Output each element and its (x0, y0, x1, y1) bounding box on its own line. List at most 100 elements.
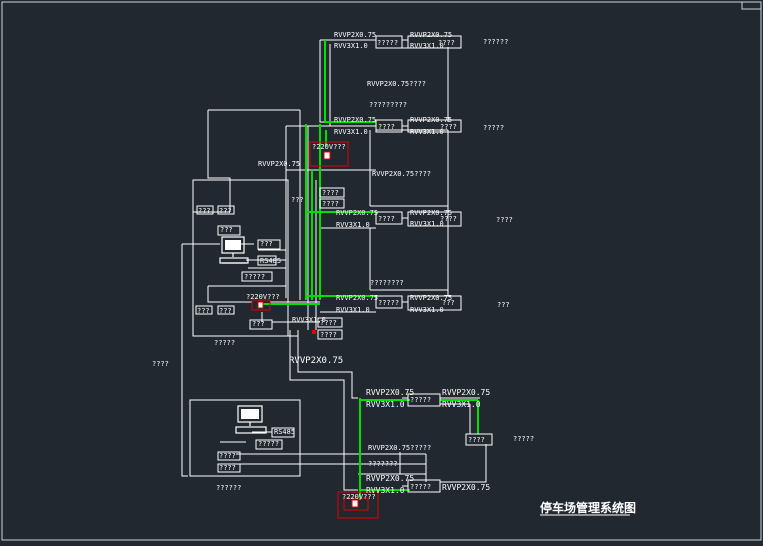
power-label: ?220V??? (342, 493, 376, 501)
device-label: ???? (219, 464, 236, 472)
cable-label: RVV3X1.0 (410, 220, 444, 228)
device-box-mid-3 (317, 317, 343, 328)
device-label: ????? (410, 483, 431, 491)
rs485-label: RS485 (260, 257, 281, 265)
device-label: ?????? (483, 38, 508, 46)
device-label: ???? (322, 200, 339, 208)
device-box-low-b (407, 479, 441, 493)
device-box-left-7 (217, 305, 235, 315)
device-label: ??? (497, 301, 510, 309)
device-label: ???? (152, 360, 169, 368)
cable-label: RVVP2X0.75 (366, 474, 414, 483)
rs485-label: RS485 (274, 428, 295, 436)
device-label: ??? (219, 207, 232, 215)
device-box-mid-1 (319, 187, 345, 198)
power-box-bottom (337, 491, 379, 519)
power-box-bottom-inner (343, 497, 369, 511)
cable-label: RVVP2X0.75???? (372, 170, 431, 178)
device-label: ??? (260, 240, 273, 248)
device-label: ??? (252, 320, 265, 328)
cable-label: RVVP2X0.75 (442, 483, 490, 492)
device-box-row4-b (407, 295, 462, 311)
device-box-row2-b (407, 119, 462, 133)
device-box-left-8 (249, 319, 273, 330)
power-label: ?220V??? (246, 293, 280, 301)
power-trunk (258, 40, 479, 500)
device-label: ???? (496, 216, 513, 224)
cable-label: RVV3X1.0 (336, 306, 370, 314)
device-box-mid-4 (317, 329, 343, 340)
device-box-row4-a (375, 295, 403, 309)
cable-label: RVVP2X0.75 (289, 356, 343, 366)
power-socket-icon (351, 499, 359, 508)
cable-label: RVV3X1.0 (366, 486, 405, 495)
cable-label: RVV3X1.0 (292, 316, 326, 324)
device-box-low-a (407, 393, 441, 407)
device-box-low-e (217, 451, 241, 461)
device-box-left-2 (217, 205, 235, 215)
cable-label: RVVP2X0.75 (334, 116, 376, 124)
device-label: ???? (320, 319, 337, 327)
cable-label: RVV3X1.0 (334, 128, 368, 136)
cable-label: RVV3X1.0 (410, 128, 444, 136)
device-box-rs485-top (257, 255, 277, 266)
power-box-mid (251, 299, 271, 311)
cable-label: RVVP2X0.75 (410, 209, 452, 217)
power-box-top (309, 141, 349, 167)
computer-icon (219, 236, 249, 264)
cable-label: RVVP2X0.75 (336, 209, 378, 217)
cable-label: RVVP2X0.75 (410, 294, 452, 302)
device-box-left-4 (257, 239, 281, 250)
device-box-left-3 (217, 225, 241, 236)
device-label: ???? (320, 331, 337, 339)
device-label: ??????? (368, 460, 398, 468)
power-indicator-dot (312, 330, 316, 334)
device-label: ???? (322, 189, 339, 197)
device-boxes (195, 35, 493, 493)
cable-label: RVVP2X0.75 (334, 31, 376, 39)
cable-label: RVVP2X0.75 (366, 388, 414, 397)
device-label: ??? (442, 299, 455, 307)
device-label: ????? (244, 273, 265, 281)
device-label: ???? (378, 215, 395, 223)
device-label: ????? (377, 39, 398, 47)
diagram-labels: RVVP2X0.75 RVV3X1.0 ????? RVVP2X0.75 RVV… (152, 31, 636, 516)
frame-corner-box (741, 1, 762, 10)
device-label: ???????? (370, 279, 404, 287)
cable-label: RVV3X1.0 (410, 306, 444, 314)
signal-wiring (181, 39, 487, 491)
device-box-row1-a (375, 35, 403, 49)
cable-label: RVVP2X0.75 (336, 294, 378, 302)
diagram-title: 停车场管理系统图 (540, 500, 636, 515)
device-box-left-1 (196, 205, 214, 215)
cable-label: RVV3X1.0 (410, 42, 444, 50)
device-box-row3-a (375, 211, 403, 225)
cable-label: RVVP2X0.75 (258, 160, 300, 168)
device-box-low-f (217, 463, 241, 473)
device-box-low-c (465, 433, 493, 446)
power-socket-icon (323, 151, 331, 160)
power-socket-icon (257, 301, 264, 309)
device-label: ??? (219, 307, 232, 315)
device-label: ????? (378, 299, 399, 307)
device-label: ????? (258, 440, 279, 448)
cable-label: RVVP2X0.75???? (367, 80, 426, 88)
device-label: ????? (214, 339, 235, 347)
device-label: ????? (410, 396, 431, 404)
device-label: ???? (440, 123, 457, 131)
cable-label: RVV3X1.0 (366, 400, 405, 409)
cable-label: RVV3X1.0 (442, 400, 481, 409)
device-label: ???? (440, 215, 457, 223)
device-box-row1-b (407, 35, 462, 49)
device-box-row2-a (375, 119, 403, 133)
cable-label: RVV3X1.0 (334, 42, 368, 50)
power-boxes (251, 141, 379, 519)
device-label: ????????? (369, 101, 407, 109)
device-label: ??? (220, 226, 233, 234)
device-box-left-5 (241, 271, 273, 282)
device-label: ??? (197, 307, 210, 315)
device-label: ???? (468, 436, 485, 444)
cable-label: RVVP2X0.75 (442, 388, 490, 397)
